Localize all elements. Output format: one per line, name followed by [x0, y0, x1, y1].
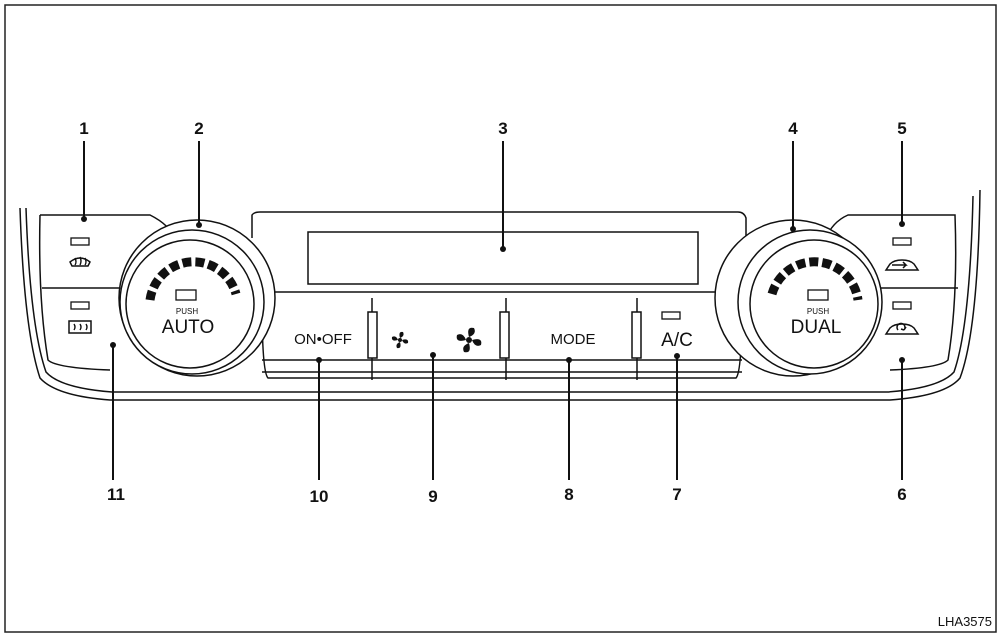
- callout-6: 6: [897, 485, 906, 504]
- push-label-left: PUSH: [176, 307, 198, 316]
- fan-low-icon[interactable]: [391, 331, 409, 349]
- mode-button-label[interactable]: MODE: [551, 331, 596, 348]
- fan-high-icon[interactable]: [456, 327, 482, 353]
- callout-8: 8: [564, 485, 573, 504]
- ac-button-label[interactable]: A/C: [661, 330, 693, 351]
- outside-air-icon[interactable]: [884, 259, 920, 271]
- callout-1: 1: [79, 119, 88, 138]
- temperature-knob-left[interactable]: [118, 219, 276, 377]
- front-defrost-icon[interactable]: [69, 256, 91, 267]
- callout-2: 2: [194, 119, 203, 138]
- callout-10: 10: [310, 487, 329, 506]
- figure-id: LHA3575: [938, 614, 992, 629]
- auto-button-label[interactable]: AUTO: [162, 317, 214, 338]
- callout-5: 5: [897, 119, 906, 138]
- temperature-knob-right[interactable]: [714, 219, 883, 377]
- callout-3: 3: [498, 119, 507, 138]
- callout-9: 9: [428, 487, 437, 506]
- rear-defrost-icon[interactable]: [68, 320, 92, 334]
- outside-air-indicator: [892, 237, 912, 246]
- callout-7: 7: [672, 485, 681, 504]
- rear-defrost-indicator: [70, 301, 90, 310]
- leader-lines: [83, 141, 903, 480]
- recirculation-icon[interactable]: [884, 322, 920, 335]
- callout-4: 4: [788, 119, 798, 138]
- dual-button-label[interactable]: DUAL: [791, 317, 842, 338]
- push-label-right: PUSH: [807, 307, 829, 316]
- leader-dots: [81, 216, 905, 363]
- ac-indicator: [661, 311, 681, 320]
- front-defrost-indicator: [70, 237, 90, 246]
- recirculation-indicator: [892, 301, 912, 310]
- callout-11: 11: [107, 485, 125, 504]
- panel-outline: [19, 189, 981, 401]
- figure-frame: [4, 4, 997, 633]
- on-off-button-label[interactable]: ON•OFF: [294, 331, 352, 348]
